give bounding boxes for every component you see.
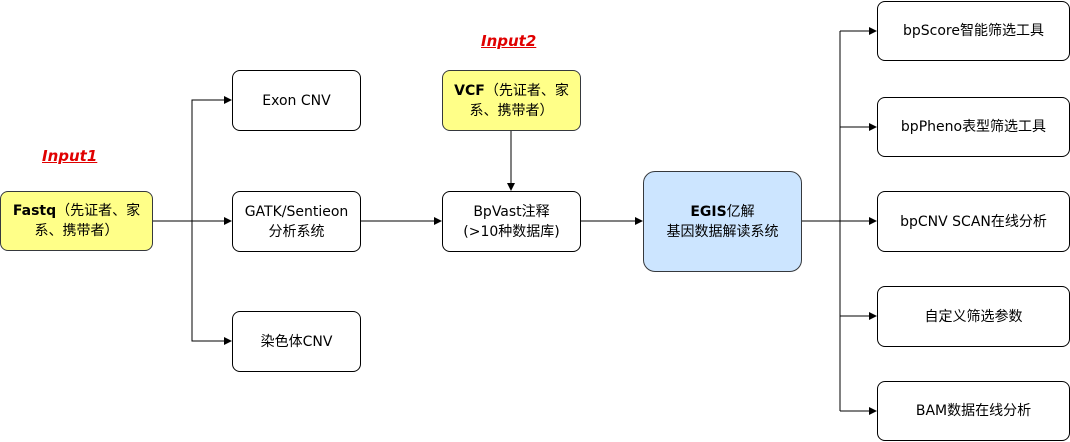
egis-subtitle: 基因数据解读系统 bbox=[666, 223, 779, 240]
egis-title: EGIS bbox=[690, 203, 727, 220]
edge-fastq-chrom bbox=[191, 221, 232, 345]
output-bam-label: BAM数据在线分析 bbox=[915, 403, 1032, 419]
output-custom-filter-label: 自定义筛选参数 bbox=[924, 308, 1023, 325]
output-bpscore-node: bpScore智能筛选工具 bbox=[877, 1, 1070, 61]
bpvast-line2: (>10种数据库) bbox=[463, 223, 560, 240]
fastq-input-node: Fastq（先证者、家 系、携带者） bbox=[0, 191, 153, 251]
vcf-desc-line1: （先证者、家 bbox=[484, 82, 569, 99]
egis-node: EGIS亿解 基因数据解读系统 bbox=[643, 171, 802, 272]
exon-cnv-label: Exon CNV bbox=[262, 92, 331, 109]
output-bpscore-label: bpScore智能筛选工具 bbox=[903, 23, 1044, 39]
exon-cnv-node: Exon CNV bbox=[232, 70, 361, 131]
output-bpcnv-label: bpCNV SCAN在线分析 bbox=[900, 213, 1047, 230]
vcf-input-node: VCF（先证者、家 系、携带者） bbox=[442, 70, 581, 131]
egis-title-rest: 亿解 bbox=[726, 203, 755, 220]
input1-label: Input1 bbox=[42, 147, 98, 165]
vcf-title: VCF bbox=[454, 82, 485, 99]
output-bpcnv-node: bpCNV SCAN在线分析 bbox=[877, 191, 1070, 252]
edge-fastq-exon bbox=[191, 96, 232, 221]
output-bppheno-node: bpPheno表型筛选工具 bbox=[877, 97, 1070, 157]
vcf-desc-line2: 系、携带者） bbox=[469, 102, 554, 119]
input2-label: Input2 bbox=[481, 32, 537, 50]
chromosome-cnv-label: 染色体CNV bbox=[260, 333, 333, 350]
chromosome-cnv-node: 染色体CNV bbox=[232, 311, 361, 372]
fastq-desc-line1: （先证者、家 bbox=[56, 203, 141, 219]
gatk-line1: GATK/Sentieon bbox=[244, 203, 349, 220]
gatk-line2: 分析系统 bbox=[268, 223, 325, 240]
fastq-desc-line2: 系、携带者） bbox=[34, 223, 119, 239]
output-bam-node: BAM数据在线分析 bbox=[877, 381, 1070, 441]
gatk-node: GATK/Sentieon 分析系统 bbox=[232, 191, 361, 252]
output-custom-filter-node: 自定义筛选参数 bbox=[877, 286, 1070, 347]
output-bppheno-label: bpPheno表型筛选工具 bbox=[900, 119, 1047, 135]
bpvast-line1: BpVast注释 bbox=[473, 203, 550, 220]
fastq-title: Fastq bbox=[12, 203, 57, 219]
bpvast-node: BpVast注释 (>10种数据库) bbox=[442, 191, 581, 252]
